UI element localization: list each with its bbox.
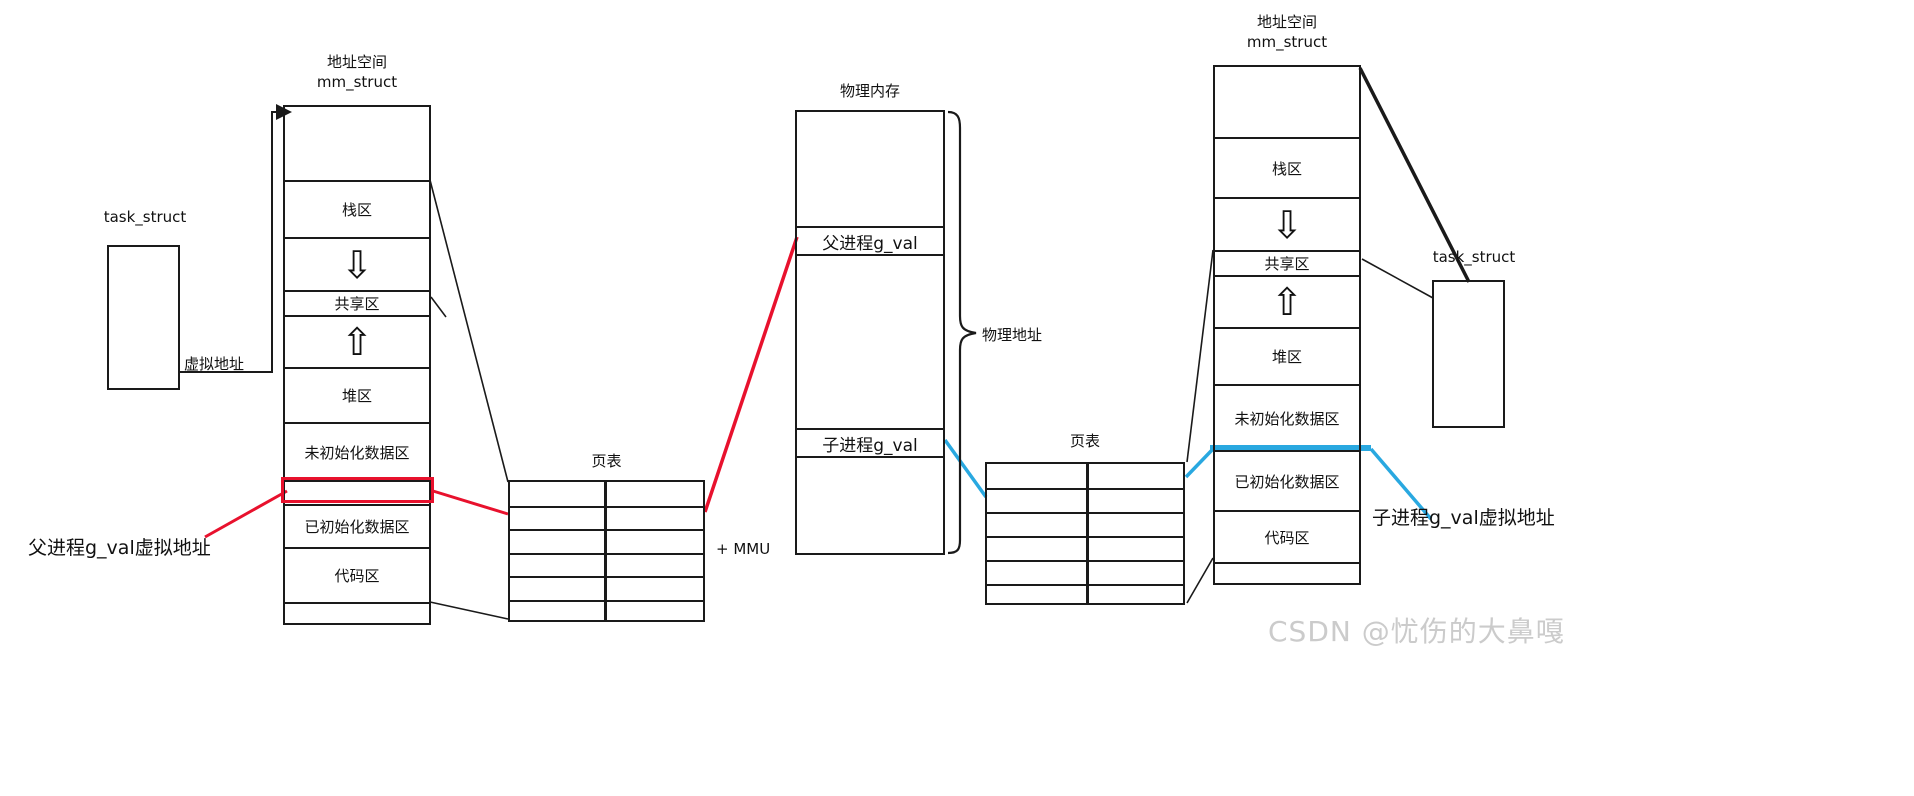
right-task-struct-box xyxy=(1432,280,1505,428)
left-row-bottom-gap xyxy=(285,602,429,623)
left-row-stack: 栈区 xyxy=(285,180,429,237)
right-address-space-title: 地址空间 mm_struct xyxy=(1246,13,1328,51)
left-task-struct-label: task_struct xyxy=(103,208,187,226)
physical-address-label: 物理地址 xyxy=(982,326,1043,344)
left-row-code: 代码区 xyxy=(285,547,429,602)
child-gval-vaddr-label: 子进程g_val虚拟地址 xyxy=(1372,507,1555,529)
left-page-table-title: 页表 xyxy=(591,452,622,470)
left-page-table xyxy=(508,480,705,622)
arrow-down-icon: ⇩ xyxy=(341,242,373,287)
child-physical-to-pagetable-line xyxy=(943,438,988,499)
right-shared-to-task-struct-line xyxy=(1361,258,1434,299)
right-row-initialized-data: 已初始化数据区 xyxy=(1215,450,1359,510)
arrow-up-icon: ⇧ xyxy=(1271,280,1303,324)
right-row-top-gap xyxy=(1215,67,1359,137)
watermark: CSDN @忧伤的大鼻嘎 xyxy=(1268,615,1565,648)
right-address-space: 栈区 ⇩ 共享区 ⇧ 堆区 未初始化数据区 已初始化数据区 代码区 xyxy=(1213,65,1361,585)
parent-vaddr-pointer-line xyxy=(204,489,288,539)
right-space-to-pagetable-bottom-line xyxy=(1186,557,1214,604)
left-space-to-pagetable-bottom-line xyxy=(429,601,509,620)
pagetable-to-parent-physical-line xyxy=(703,236,799,513)
left-row-stack-grow: ⇩ xyxy=(285,237,429,290)
child-gval-row: 子进程g_val xyxy=(797,428,943,458)
page-table-divider xyxy=(1086,464,1089,603)
left-task-struct-box xyxy=(107,245,180,390)
physical-memory-title: 物理内存 xyxy=(839,82,900,100)
right-space-to-pagetable-top-line xyxy=(1186,249,1214,463)
right-row-bottom-gap xyxy=(1215,562,1359,583)
physical-memory: 父进程g_val 子进程g_val xyxy=(795,110,945,555)
right-page-table xyxy=(985,462,1185,605)
right-row-heap: 堆区 xyxy=(1215,327,1359,384)
arrow-down-icon: ⇩ xyxy=(1271,202,1303,247)
parent-gval-to-pagetable-line xyxy=(432,489,509,516)
left-row-initialized-data: 已初始化数据区 xyxy=(285,504,429,547)
task-struct-to-address-space-line xyxy=(180,111,278,373)
left-space-to-pagetable-top-line xyxy=(429,179,509,483)
page-table-row xyxy=(987,488,1183,490)
physical-memory-brace xyxy=(947,110,977,555)
virtual-address-label: 虚拟地址 xyxy=(184,355,245,373)
right-task-struct-label: task_struct xyxy=(1432,248,1516,266)
right-row-stack-grow: ⇩ xyxy=(1215,197,1359,250)
right-row-code: 代码区 xyxy=(1215,510,1359,562)
mmu-label: + MMU xyxy=(716,540,771,558)
left-address-space: 栈区 ⇩ 共享区 ⇧ 堆区 未初始化数据区 已初始化数据区 代码区 xyxy=(283,105,431,625)
left-row-gval-slot xyxy=(285,480,429,504)
page-table-divider xyxy=(604,482,607,620)
left-row-heap: 堆区 xyxy=(285,367,429,422)
left-address-space-title: 地址空间 mm_struct xyxy=(316,53,398,91)
right-row-heap-grow: ⇧ xyxy=(1215,275,1359,327)
pagetable-to-child-vaddr-line xyxy=(1184,448,1214,479)
page-table-row xyxy=(987,512,1183,514)
right-row-stack: 栈区 xyxy=(1215,137,1359,197)
page-table-row xyxy=(987,536,1183,538)
right-row-shared: 共享区 xyxy=(1215,250,1359,275)
right-row-uninitialized-data: 未初始化数据区 xyxy=(1215,384,1359,450)
parent-gval-highlight-box xyxy=(281,477,434,503)
page-table-row xyxy=(987,560,1183,562)
arrow-up-icon: ⇧ xyxy=(341,320,373,364)
left-shared-area-tick-line xyxy=(430,296,447,318)
left-row-top-gap xyxy=(285,107,429,180)
left-row-uninitialized-data: 未初始化数据区 xyxy=(285,422,429,480)
parent-gval-row: 父进程g_val xyxy=(797,226,943,256)
right-page-table-title: 页表 xyxy=(1069,432,1100,450)
left-row-shared: 共享区 xyxy=(285,290,429,315)
parent-gval-vaddr-label: 父进程g_val虚拟地址 xyxy=(28,537,211,559)
left-row-heap-grow: ⇧ xyxy=(285,315,429,367)
page-table-row xyxy=(987,584,1183,586)
